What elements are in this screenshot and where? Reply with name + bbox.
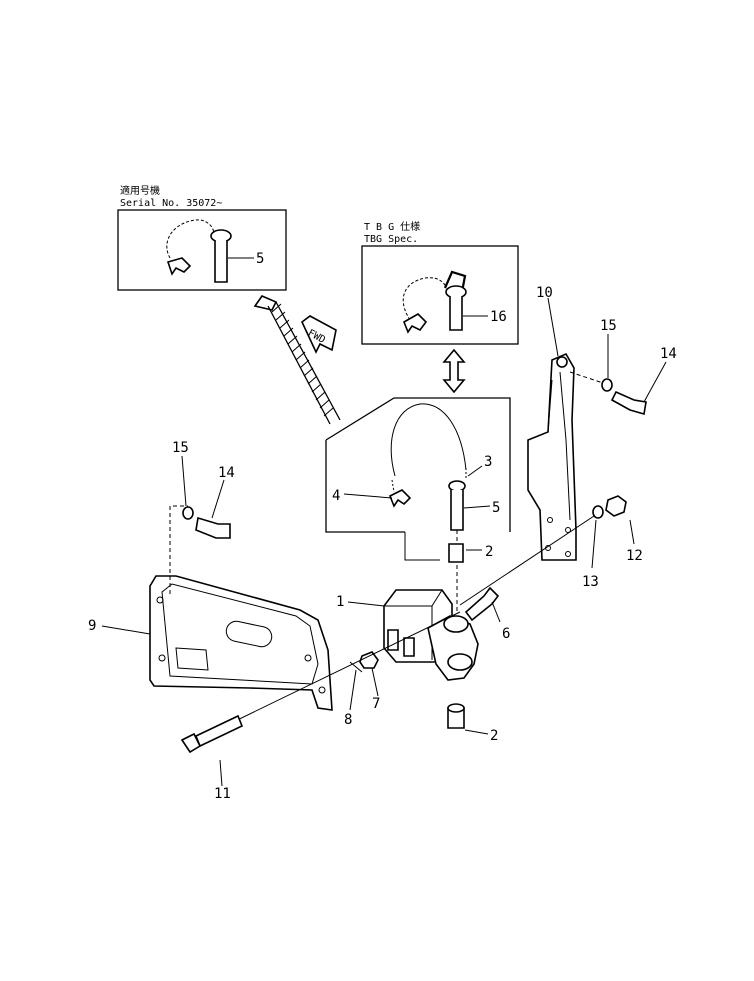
nut-7 — [359, 651, 379, 669]
fwd-arrow: FWD — [301, 315, 337, 354]
callout-labels: 1 2 2 3 4 5 6 7 8 9 10 11 12 13 14 14 15… — [88, 285, 677, 802]
nut-12 — [605, 495, 627, 517]
callout-11: 11 — [214, 786, 231, 802]
washer-13 — [592, 505, 604, 519]
bolt-14-right — [610, 390, 647, 416]
bushing-upper — [448, 543, 464, 563]
callout-14-left: 14 — [218, 465, 235, 481]
bracket-9 — [149, 575, 333, 711]
clevis-block — [383, 589, 479, 681]
main-pin-head — [448, 480, 466, 492]
tbg-caption: TBG Spec. — [364, 234, 418, 245]
serial-part-label: 5 — [256, 251, 264, 267]
callout-13: 13 — [582, 574, 599, 590]
serial-caption: Serial No. 35072~ — [120, 198, 222, 209]
callout-4: 4 — [332, 488, 340, 504]
tbg-pin-body — [449, 296, 463, 331]
serial-clip — [166, 257, 192, 276]
tbg-clip — [402, 313, 428, 334]
callout-1: 1 — [336, 594, 344, 610]
arrow-head — [253, 295, 278, 311]
serial-inset-frame — [117, 209, 287, 291]
serial-caption-jp: 適用号機 — [120, 184, 160, 197]
bracket-10-body — [527, 352, 577, 561]
serial-pin-body — [214, 240, 228, 283]
leader-lines — [101, 297, 667, 787]
pin-8 — [349, 661, 363, 673]
callout-6: 6 — [502, 626, 510, 642]
main-clip — [388, 489, 412, 508]
callout-12: 12 — [626, 548, 643, 564]
callout-8: 8 — [344, 712, 352, 728]
callout-2-upper: 2 — [485, 544, 493, 560]
tbg-chain — [402, 277, 449, 321]
washer-15-right — [601, 378, 613, 392]
bolt-11-shank — [194, 714, 244, 748]
callout-10: 10 — [536, 285, 553, 301]
group-frame — [325, 397, 511, 533]
callout-15-right: 15 — [600, 318, 617, 334]
tbg-inset: T B G 仕様 TBG Spec. 16 — [361, 220, 519, 345]
callout-9: 9 — [88, 618, 96, 634]
callout-14-right: 14 — [660, 346, 677, 362]
bracket-9-slot — [225, 620, 273, 648]
callout-15-left: 15 — [172, 440, 189, 456]
callout-3: 3 — [484, 454, 492, 470]
main-pin-body — [450, 490, 464, 531]
fwd-arrow-shape — [301, 315, 337, 354]
main-chain — [390, 403, 467, 477]
bolt-6 — [464, 586, 500, 622]
hatched-arrow — [253, 295, 341, 425]
callout-2-lower: 2 — [490, 728, 498, 744]
serial-inset: 適用号機 Serial No. 35072~ 5 — [117, 184, 287, 291]
tbg-caption-jp: T B G 仕様 — [364, 220, 420, 233]
tbg-inset-frame — [361, 245, 519, 345]
bolt-14-left — [195, 516, 231, 539]
washer-15-left — [182, 506, 194, 520]
double-arrow — [442, 348, 466, 394]
tbg-part-label: 16 — [490, 309, 507, 325]
group-leader-2 — [404, 532, 440, 561]
double-arrow-shape — [442, 348, 466, 394]
bolt-11-axis — [195, 611, 461, 741]
link-line-13 — [459, 511, 601, 606]
callout-5: 5 — [492, 500, 500, 516]
serial-chain — [166, 219, 215, 259]
bracket-10 — [527, 352, 577, 561]
callout-7: 7 — [372, 696, 380, 712]
